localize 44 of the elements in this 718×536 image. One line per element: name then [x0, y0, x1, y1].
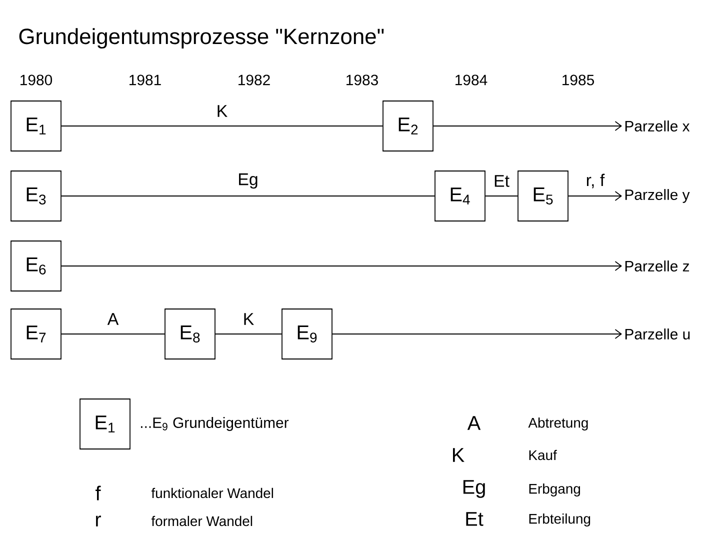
- key-symbol: K: [453, 448, 464, 462]
- owner-box: E$_{8}$: [164, 308, 216, 360]
- owner-box: E$_{3}$: [10, 170, 62, 222]
- key-text: funktionaler Wandel: [151, 488, 274, 498]
- key-text: Abtretung: [528, 418, 588, 430]
- legend-text: ...E$_{9}$ Grundeigentümer: [141, 417, 289, 431]
- owner-box: E$_{2}$: [382, 100, 434, 152]
- key-symbol: Eg: [463, 480, 485, 498]
- year-label: 1982: [238, 74, 270, 86]
- edge-label: K: [215, 104, 229, 118]
- owner-box: E$_{1}$: [80, 398, 130, 450]
- owner-box: E$_{1}$: [10, 100, 62, 152]
- parcel-label: Parzelle x: [625, 120, 690, 132]
- owner-box: E$_{9}$: [282, 308, 332, 360]
- year-label: 1983: [346, 74, 378, 86]
- year-label: 1985: [562, 74, 594, 86]
- key-text: formaler Wandel: [151, 516, 252, 526]
- owner-box: E$_{7}$: [10, 308, 62, 360]
- edge-label: r, f: [584, 172, 606, 190]
- edge-label: Eg: [236, 172, 260, 190]
- key-text: Kauf: [529, 450, 557, 460]
- parcel-label: Parzelle z: [625, 260, 690, 272]
- timeline-arrow: [433, 121, 622, 131]
- parcel-label: Parzelle y: [625, 189, 690, 203]
- key-text: Erbteilung: [529, 514, 590, 526]
- key-symbol: A: [467, 416, 481, 430]
- year-label: 1984: [456, 74, 488, 86]
- timeline-arrow: [61, 261, 622, 271]
- title: Grundeigentumsprozesse "Kernzone": [19, 28, 384, 49]
- edge-label: K: [242, 312, 256, 326]
- year-label: 1980: [20, 74, 52, 86]
- edge-label: A: [106, 312, 120, 326]
- key-text: Erbgang: [529, 484, 580, 496]
- edge-label: Et: [492, 174, 510, 188]
- timeline-arrow: [568, 191, 622, 201]
- key-symbol: Et: [466, 512, 484, 526]
- year-label: 1981: [130, 74, 161, 86]
- key-symbol: f: [96, 486, 101, 500]
- key-symbol: r: [96, 516, 101, 526]
- timeline-arrow: [332, 329, 622, 339]
- owner-box: E$_{5}$: [518, 170, 568, 222]
- parcel-label: Parzelle u: [625, 328, 690, 340]
- owner-box: E$_{6}$: [10, 240, 62, 292]
- owner-box: E$_{4}$: [434, 170, 486, 222]
